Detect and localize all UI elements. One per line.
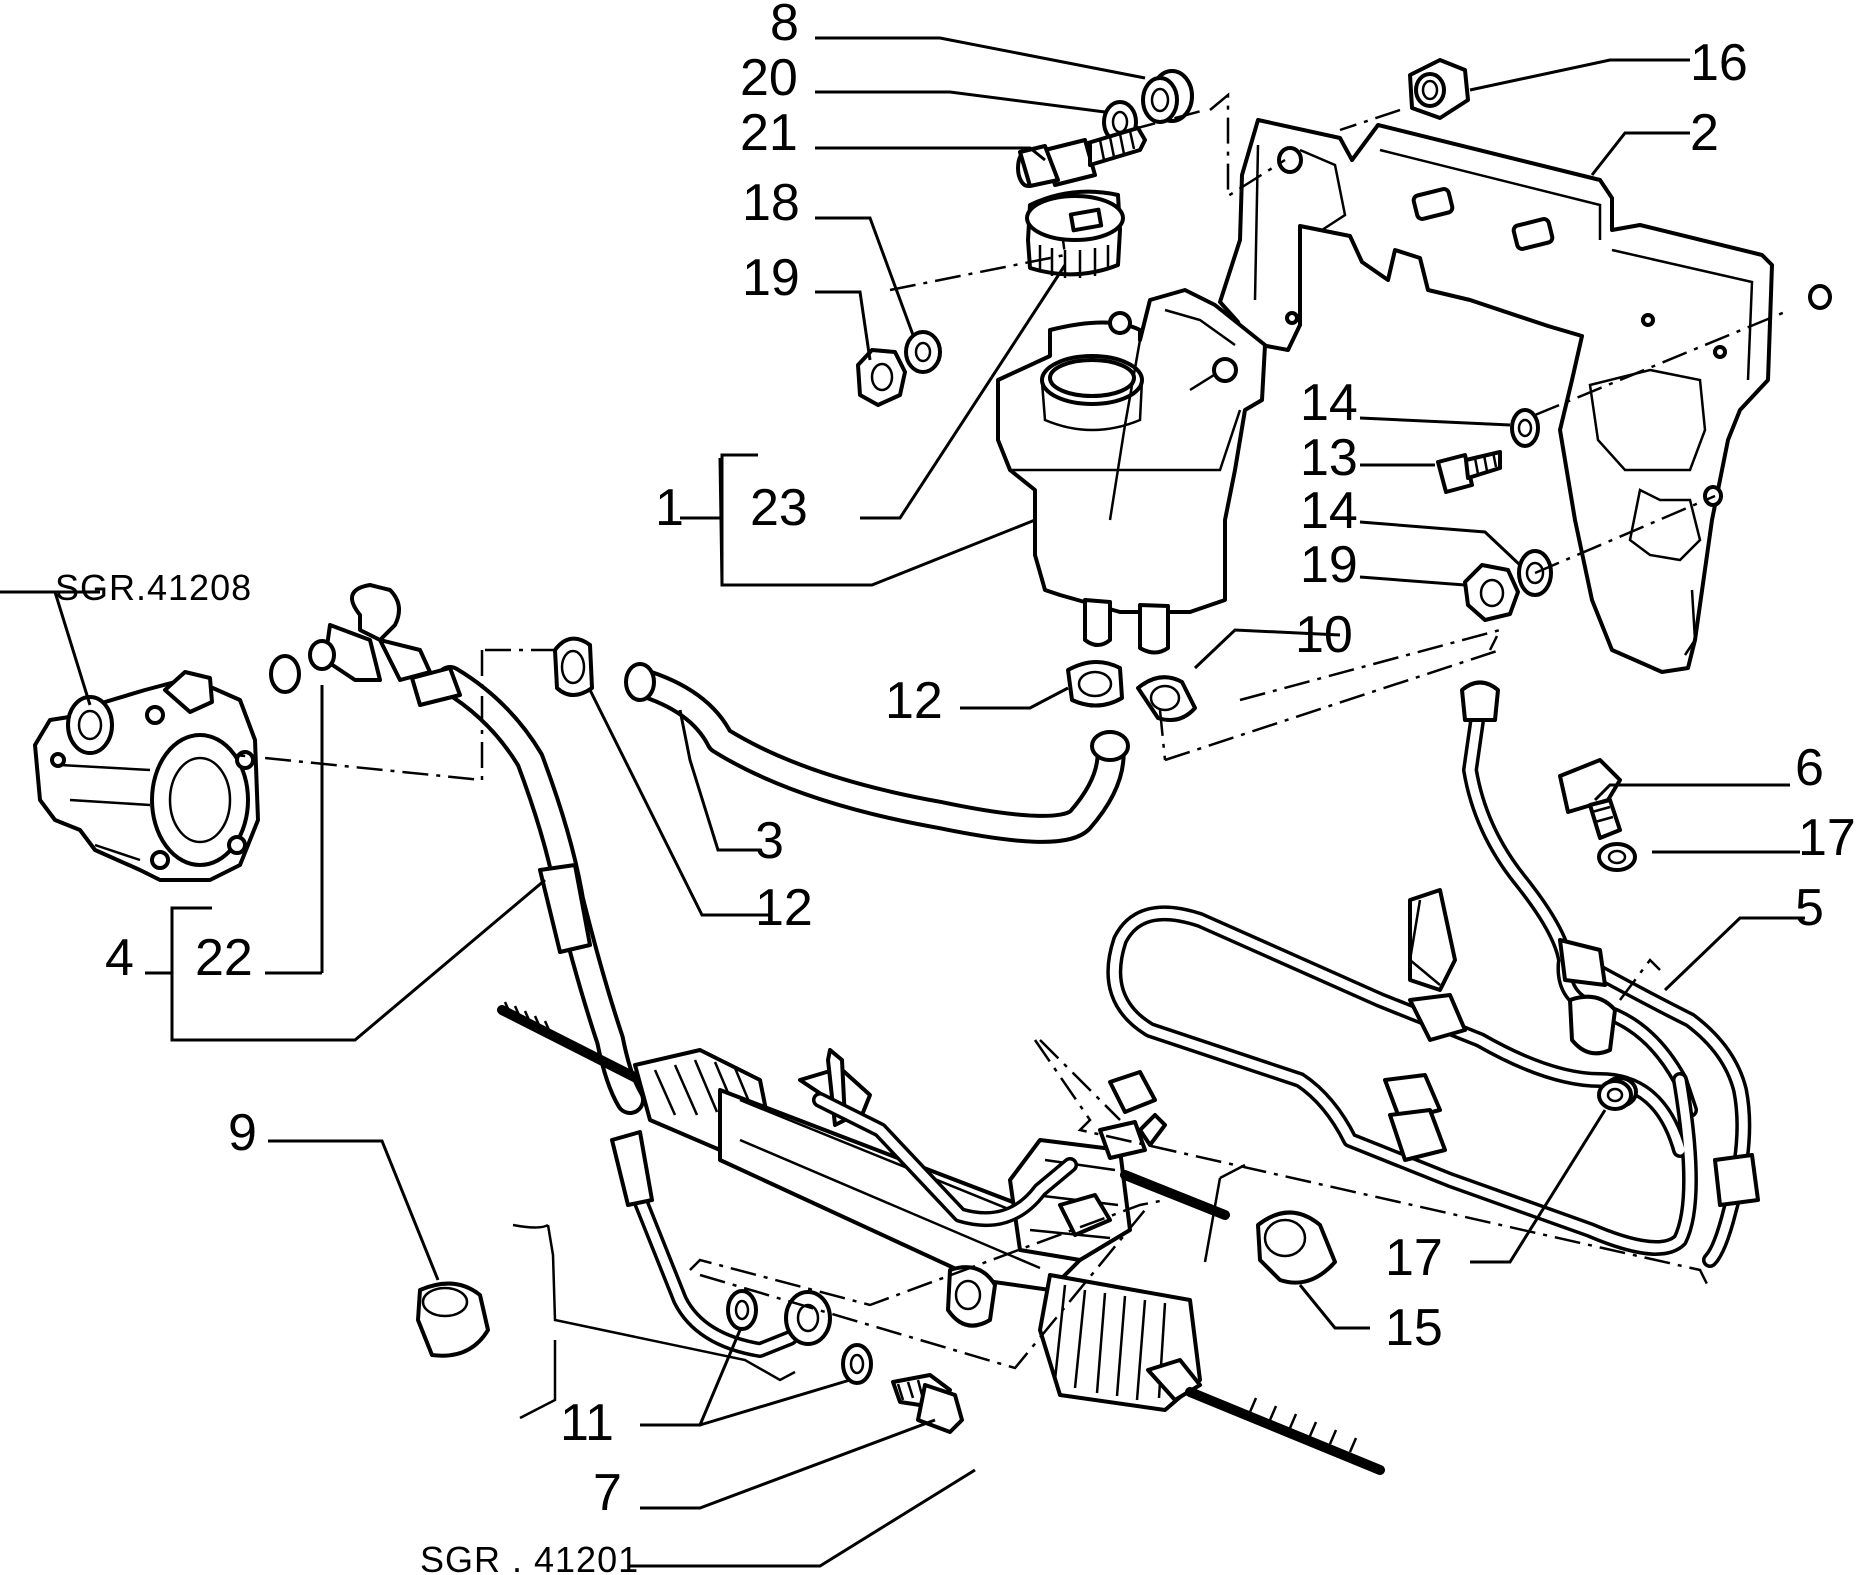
washer-17-upper bbox=[1597, 842, 1637, 872]
label-11: 11 bbox=[560, 1394, 614, 1452]
label-10: 10 bbox=[1295, 606, 1353, 664]
group-brackets bbox=[170, 453, 758, 1040]
label-19-upper: 19 bbox=[742, 249, 800, 307]
power-steering-pump bbox=[33, 670, 260, 882]
grommet bbox=[1141, 69, 1194, 124]
label-14-lower: 14 bbox=[1300, 482, 1358, 540]
rack-reference-code: SGR . 41201 bbox=[420, 1539, 639, 1575]
label-19-lower: 19 bbox=[1300, 536, 1358, 594]
washer-14-upper bbox=[1510, 408, 1540, 448]
washer-11-left bbox=[726, 1289, 758, 1331]
label-2: 2 bbox=[1690, 104, 1719, 162]
bushing-15 bbox=[1256, 1210, 1337, 1285]
bracket-nut bbox=[1408, 58, 1470, 120]
hose-clamp-10 bbox=[1136, 675, 1197, 722]
label-18: 18 bbox=[742, 174, 800, 232]
washer-18 bbox=[904, 330, 942, 374]
label-12-upper: 12 bbox=[885, 672, 943, 730]
reservoir bbox=[996, 288, 1267, 655]
washer-11-right bbox=[841, 1343, 873, 1385]
label-13: 13 bbox=[1300, 429, 1358, 487]
label-4: 4 bbox=[105, 929, 134, 987]
pump-reference-code: SGR.41208 bbox=[55, 567, 252, 608]
leader-lines bbox=[0, 36, 1805, 1568]
banjo-bolt bbox=[891, 1373, 964, 1434]
label-23: 23 bbox=[750, 479, 808, 537]
nut-19-lower bbox=[1463, 563, 1520, 622]
part-labels: 8 20 21 18 19 1 23 16 2 14 13 14 19 10 1… bbox=[55, 0, 1856, 1575]
label-8: 8 bbox=[770, 0, 799, 52]
hose-clamp-12-lower bbox=[553, 636, 594, 697]
reservoir-cap bbox=[1025, 189, 1125, 278]
bolt-6 bbox=[1558, 758, 1622, 840]
label-17-upper: 17 bbox=[1798, 809, 1856, 867]
pressure-hose bbox=[308, 583, 832, 1358]
washer-17-lower bbox=[1597, 1079, 1633, 1111]
label-9: 9 bbox=[228, 1104, 257, 1162]
label-12-lower: 12 bbox=[755, 879, 813, 937]
nut-19-upper bbox=[856, 348, 907, 407]
label-6: 6 bbox=[1795, 739, 1824, 797]
label-17-lower: 17 bbox=[1385, 1229, 1443, 1287]
label-7: 7 bbox=[593, 1464, 622, 1522]
bolt-21 bbox=[1016, 126, 1147, 188]
assembly-lines bbox=[234, 92, 1786, 1420]
return-hose bbox=[624, 662, 1130, 844]
label-1: 1 bbox=[655, 479, 684, 537]
bolt-13 bbox=[1436, 450, 1502, 494]
return-pipe bbox=[1106, 680, 1760, 1268]
o-ring bbox=[269, 654, 301, 694]
label-21: 21 bbox=[740, 104, 798, 162]
bushing-9 bbox=[416, 1281, 490, 1358]
label-14-upper: 14 bbox=[1300, 374, 1358, 432]
label-22: 22 bbox=[195, 929, 253, 987]
label-3: 3 bbox=[755, 812, 784, 870]
hose-clamp-12-upper bbox=[1066, 660, 1124, 708]
steering-rack bbox=[497, 1001, 1385, 1475]
label-15: 15 bbox=[1385, 1299, 1443, 1357]
label-5: 5 bbox=[1795, 879, 1824, 937]
label-16: 16 bbox=[1690, 34, 1748, 92]
mounting-bracket bbox=[1218, 118, 1832, 674]
label-20: 20 bbox=[740, 49, 798, 107]
